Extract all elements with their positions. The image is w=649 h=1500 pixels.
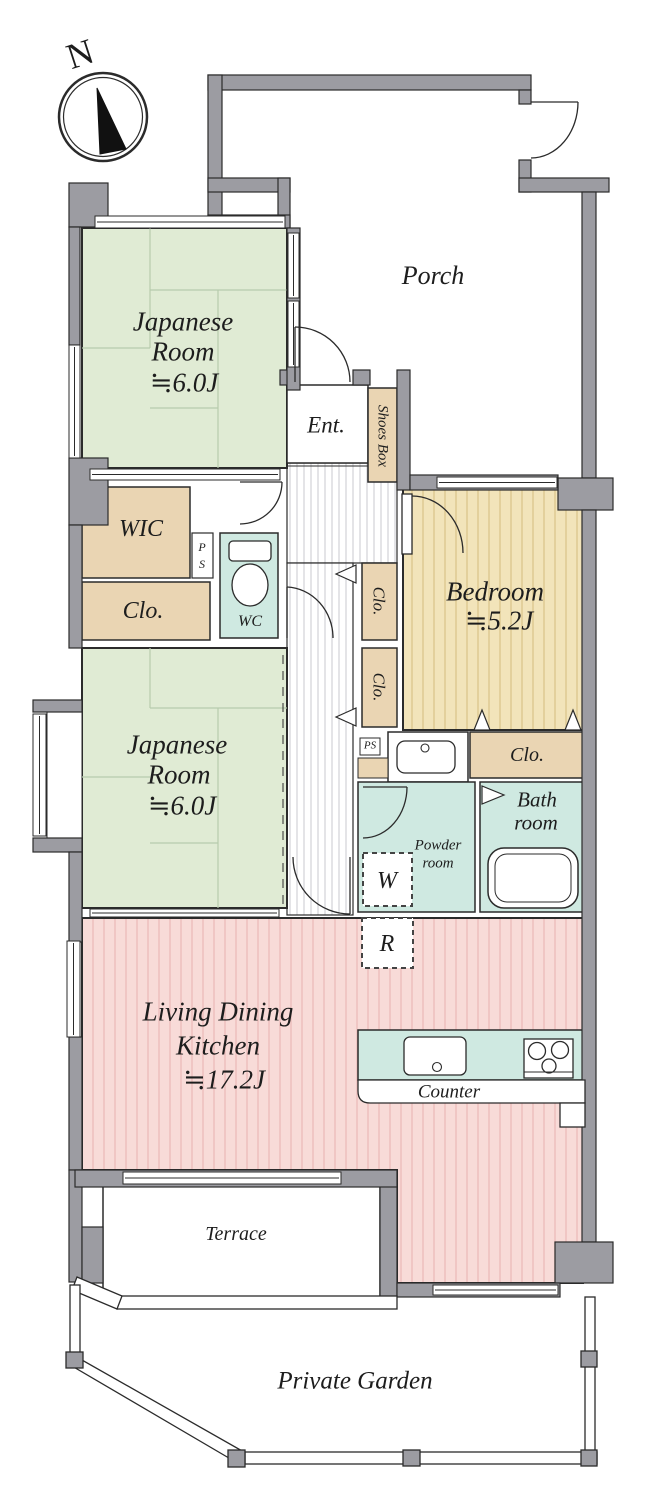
washer-box (362, 852, 413, 907)
powder-room-name1: Powder (414, 837, 462, 854)
bathroom-name1: Bath (517, 787, 557, 812)
counter-label: Counter (417, 1081, 481, 1103)
window-symbols (32, 215, 559, 1296)
toilet-tank (228, 540, 272, 562)
pipe-space-lower-label: PS (363, 739, 377, 752)
room-floors (46, 191, 586, 1298)
fixtures (228, 465, 586, 1128)
japanese-room-top-name1: Japanese (132, 306, 234, 337)
shoes-box-label: Shoes Box (374, 404, 391, 468)
closet-hall-upper-label: Clo. (369, 586, 389, 616)
closet-bedroom-label: Clo. (510, 744, 544, 766)
ldk-name2: Kitchen (176, 1030, 260, 1061)
bedroom-name: Bedroom (446, 576, 544, 607)
bedroom-size: ≒5.2J (464, 605, 534, 636)
door-triangles (334, 564, 582, 805)
washer-label: W (377, 868, 397, 894)
japanese-room-top-name2: Room (151, 336, 215, 367)
counter-strip (357, 1079, 586, 1104)
japanese-room-mid-name2: Room (147, 759, 211, 790)
ldk-size: ≒17.2J (183, 1064, 265, 1095)
pipe-space-upper-p: P (198, 540, 206, 554)
porch-label: Porch (401, 261, 465, 290)
japanese-room-mid-size: ≒6.0J (147, 790, 217, 821)
bathtub-inner (494, 853, 572, 903)
pipe-space-upper-s: S (199, 557, 205, 571)
entrance-label: Ent. (307, 412, 345, 438)
wc-label: WC (238, 613, 262, 630)
closet-hall-lower-label: Clo. (369, 672, 389, 702)
tatami-lines (82, 228, 287, 908)
japanese-room-mid-name1: Japanese (126, 729, 228, 760)
kitchen-sink (403, 1036, 467, 1076)
toilet-bowl (231, 563, 269, 607)
closet-west-label: Clo. (122, 598, 164, 624)
washbasin (396, 740, 456, 774)
bathroom-name2: room (514, 810, 558, 835)
refrigerator-label: R (379, 931, 395, 957)
private-garden-label: Private Garden (277, 1367, 433, 1395)
counter-return (559, 1102, 586, 1128)
wic-label: WIC (119, 516, 163, 542)
door-symbols (239, 101, 579, 915)
compass-icon (57, 71, 149, 163)
powder-room-name2: room (422, 855, 454, 872)
bathtub-outer (487, 847, 579, 909)
garden-fence (65, 1276, 598, 1468)
ldk-name1: Living Dining (142, 996, 294, 1027)
fridge-box (361, 917, 414, 969)
terrace-label: Terrace (205, 1223, 267, 1245)
japanese-room-top-size: ≒6.0J (149, 367, 219, 398)
